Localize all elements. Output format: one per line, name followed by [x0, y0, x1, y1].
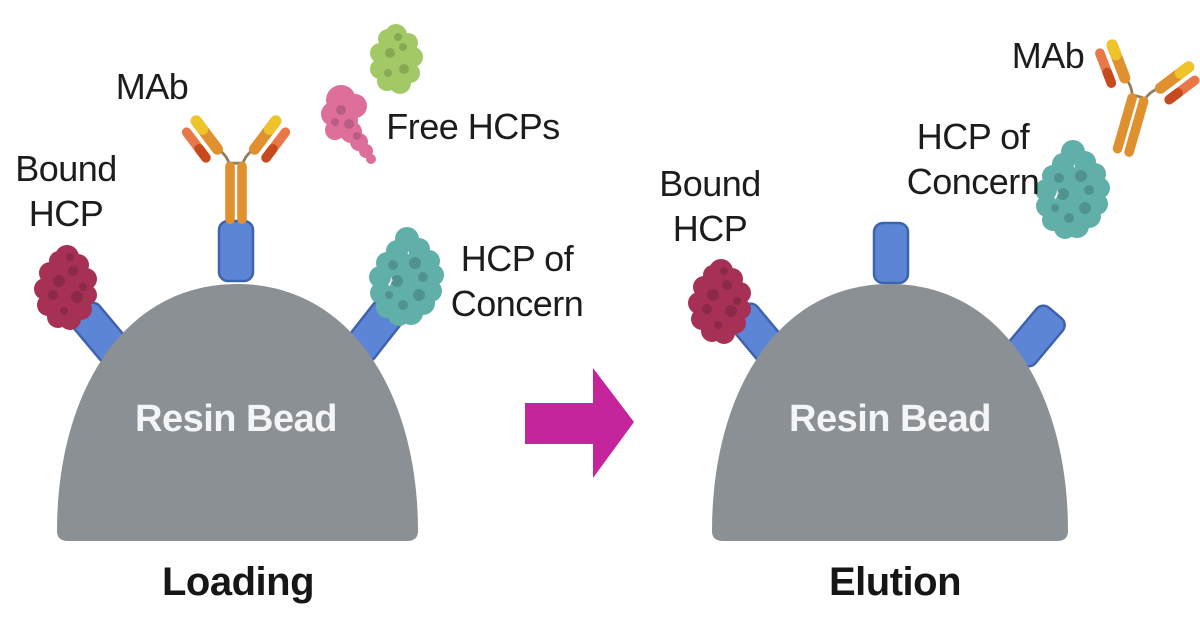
process-arrow-icon — [525, 368, 634, 478]
caption-loading: Loading — [161, 560, 315, 604]
loading-scene — [34, 24, 444, 541]
label-hcp-of-concern-elution: HCP of Concern — [898, 114, 1048, 204]
resin-bead-label-loading: Resin Bead — [135, 398, 337, 440]
resin-bead-loading — [57, 284, 418, 541]
label-line: HCP of — [916, 116, 1030, 157]
resin-bead-elution — [712, 284, 1068, 541]
hcp-of-concern-blob-icon — [369, 227, 444, 326]
label-hcp-of-concern-loading: HCP of Concern — [442, 236, 592, 326]
free-hcp-pink-blob-icon — [321, 85, 376, 164]
label-bound-hcp-loading: Bound HCP — [6, 146, 126, 236]
label-line: HCP — [672, 208, 748, 249]
resin-bead-label-elution: Resin Bead — [789, 398, 991, 440]
label-line: Bound — [659, 163, 761, 204]
bound-hcp-blob-icon — [34, 245, 97, 330]
label-line: Concern — [906, 161, 1040, 202]
caption-elution: Elution — [828, 560, 962, 604]
label-line: Concern — [450, 283, 584, 324]
label-mab-loading: MAb — [115, 66, 189, 107]
mab-antibody-icon — [178, 111, 294, 226]
elution-scene — [688, 31, 1200, 541]
label-bound-hcp-elution: Bound HCP — [650, 161, 770, 251]
label-line: HCP of — [460, 238, 574, 279]
ligand-top-elution — [872, 221, 910, 285]
free-hcp-green-blob-icon — [370, 24, 423, 94]
label-line: Bound — [15, 148, 117, 189]
ligand-top-loading — [217, 219, 255, 283]
label-mab-elution: MAb — [1011, 35, 1085, 76]
bound-hcp-blob-icon — [688, 259, 751, 344]
label-free-hcps: Free HCPs — [386, 106, 560, 147]
label-line: HCP — [28, 193, 104, 234]
